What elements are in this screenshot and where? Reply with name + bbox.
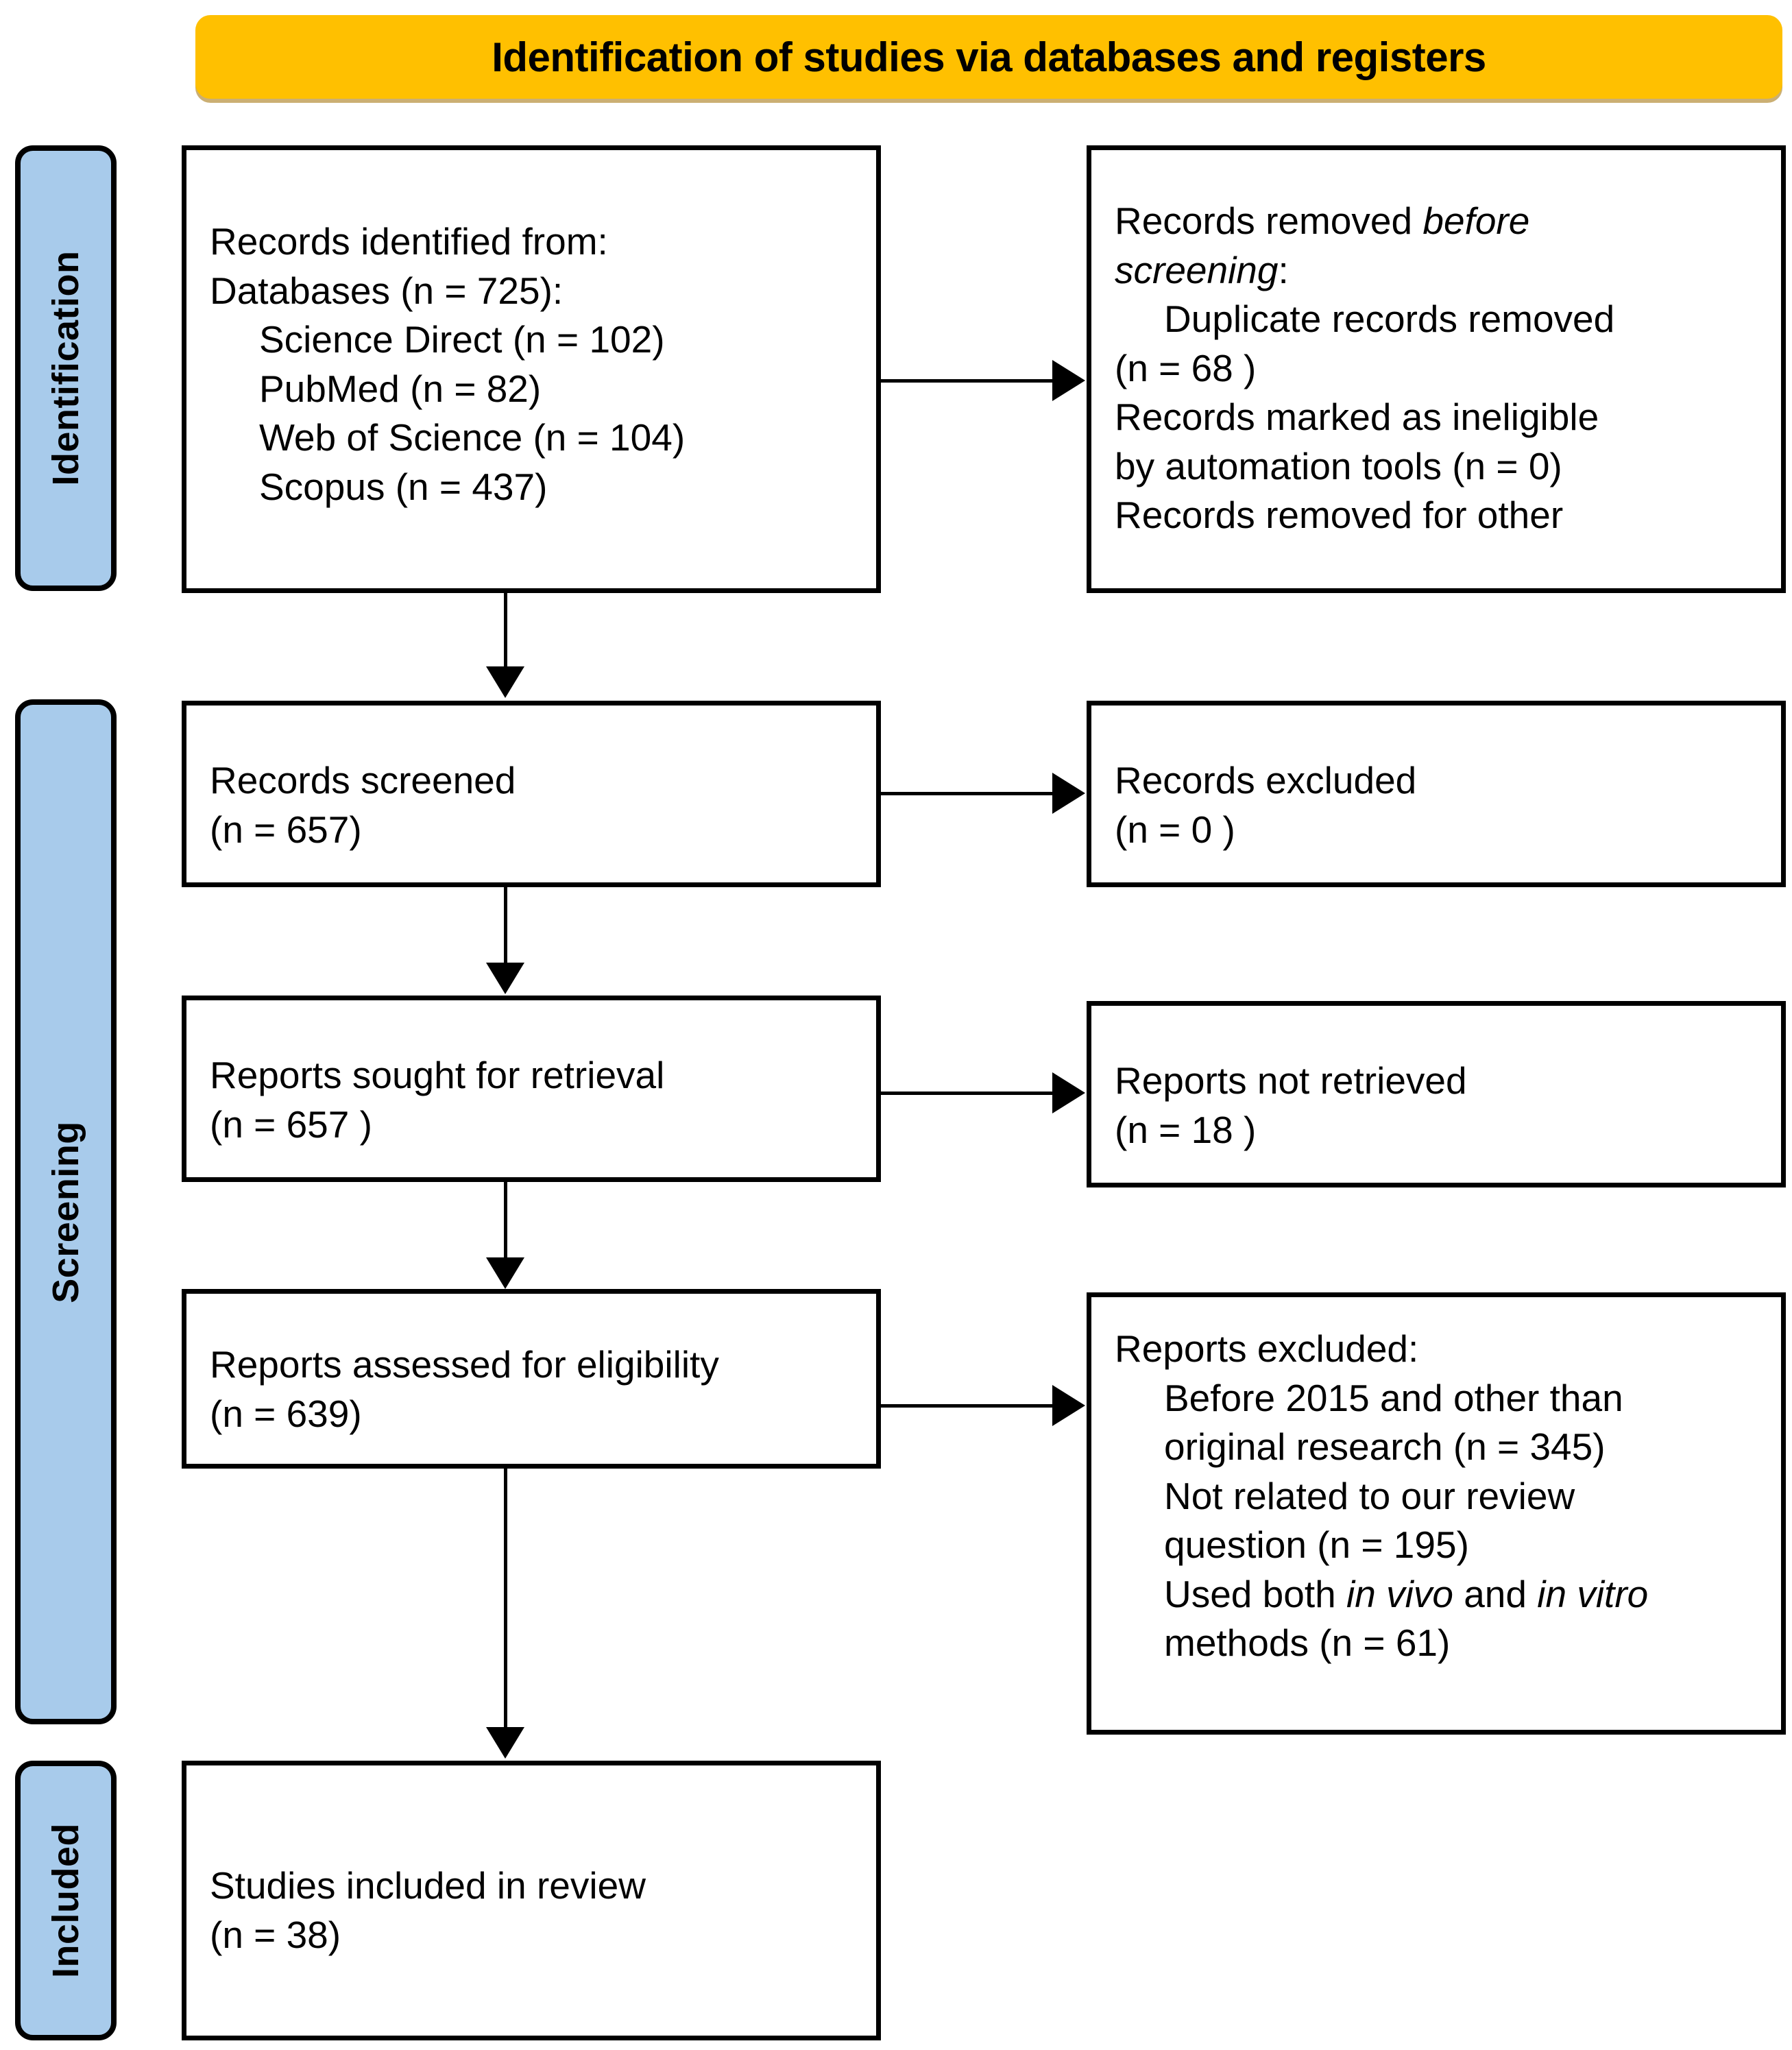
records-excluded-line-2: (n = 0 ) xyxy=(1115,808,1235,851)
arrow-line-assessed-to-included xyxy=(504,1469,507,1733)
records-removed-line-4: (n = 68 ) xyxy=(1115,346,1257,389)
records-removed-line-3: Duplicate records removed xyxy=(1164,298,1615,340)
records-identified-line-3: Science Direct (n = 102) xyxy=(259,318,665,361)
arrow-line-screened-to-sought xyxy=(504,887,507,968)
stage-rail-included: Included xyxy=(15,1761,117,2040)
reports-excluded-line-1: Reports excluded: xyxy=(1115,1327,1419,1370)
reports-excluded-line-7: methods (n = 61) xyxy=(1164,1621,1451,1664)
stage-rail-identification: Identification xyxy=(15,145,117,591)
stage-label-screening: Screening xyxy=(45,1120,86,1303)
arrow-head-identified-to-removed xyxy=(1052,360,1085,401)
arrow-head-sought-to-not-retrieved xyxy=(1052,1072,1085,1113)
records-removed-line-5: Records marked as ineligible xyxy=(1115,396,1599,438)
reports-excluded-line-2: Before 2015 and other than xyxy=(1164,1376,1623,1419)
diagram-title-banner: Identification of studies via databases … xyxy=(195,15,1782,99)
reports-excluded-line-3: original research (n = 345) xyxy=(1164,1425,1606,1468)
arrow-head-screened-to-excluded xyxy=(1052,773,1085,814)
arrow-line-sought-to-not-retrieved xyxy=(881,1092,1052,1095)
records-screened-line-2: (n = 657) xyxy=(210,808,362,851)
reports-not-retrieved-line-2: (n = 18 ) xyxy=(1115,1108,1257,1151)
reports-excluded-line-4: Not related to our review xyxy=(1164,1474,1575,1517)
reports-assessed-line-1: Reports assessed for eligibility xyxy=(210,1343,719,1386)
stage-label-included: Included xyxy=(45,1822,86,1979)
records-identified-line-6: Scopus (n = 437) xyxy=(259,465,548,508)
box-records-excluded: Records excluded (n = 0 ) xyxy=(1087,701,1786,887)
box-reports-not-retrieved: Reports not retrieved (n = 18 ) xyxy=(1087,1001,1786,1187)
records-identified-line-5: Web of Science (n = 104) xyxy=(259,416,686,459)
reports-sought-line-1: Reports sought for retrieval xyxy=(210,1054,665,1096)
records-removed-line-2: screening: xyxy=(1115,248,1289,291)
records-removed-line-7: Records removed for other xyxy=(1115,494,1564,536)
reports-excluded-line-6: Used both in vivo and in vitro xyxy=(1164,1572,1649,1615)
stage-label-identification: Identification xyxy=(45,250,86,486)
arrow-line-identified-to-screened xyxy=(504,593,507,672)
arrow-line-identified-to-removed xyxy=(881,379,1052,383)
arrow-head-assessed-to-excluded xyxy=(1052,1385,1085,1426)
studies-included-line-2: (n = 38) xyxy=(210,1913,341,1956)
stage-rail-screening: Screening xyxy=(15,699,117,1724)
reports-assessed-line-2: (n = 639) xyxy=(210,1392,362,1435)
studies-included-line-1: Studies included in review xyxy=(210,1864,646,1907)
reports-sought-line-2: (n = 657 ) xyxy=(210,1102,372,1146)
arrow-line-sought-to-assessed xyxy=(504,1182,507,1263)
records-identified-line-1: Records identified from: xyxy=(210,220,608,263)
records-excluded-line-1: Records excluded xyxy=(1115,759,1417,801)
box-reports-sought: Reports sought for retrieval (n = 657 ) xyxy=(182,996,881,1182)
box-reports-excluded: Reports excluded: Before 2015 and other … xyxy=(1087,1292,1786,1735)
box-records-removed: Records removed before screening: Duplic… xyxy=(1087,145,1786,593)
box-reports-assessed: Reports assessed for eligibility (n = 63… xyxy=(182,1289,881,1469)
records-screened-line-1: Records screened xyxy=(210,759,516,801)
records-identified-line-4: PubMed (n = 82) xyxy=(259,367,542,410)
reports-excluded-line-5: question (n = 195) xyxy=(1164,1523,1469,1566)
diagram-title: Identification of studies via databases … xyxy=(492,34,1486,80)
arrow-line-screened-to-excluded xyxy=(881,792,1052,795)
arrow-line-assessed-to-excluded xyxy=(881,1404,1052,1408)
arrow-head-assessed-to-included xyxy=(486,1727,524,1759)
arrow-head-sought-to-assessed xyxy=(486,1257,524,1289)
box-records-screened: Records screened (n = 657) xyxy=(182,701,881,887)
arrow-head-screened-to-sought xyxy=(486,963,524,994)
box-records-identified: Records identified from: Databases (n = … xyxy=(182,145,881,593)
box-studies-included: Studies included in review (n = 38) xyxy=(182,1761,881,2040)
records-removed-line-1: Records removed before xyxy=(1115,200,1530,242)
arrow-head-identified-to-screened xyxy=(486,666,524,698)
reports-not-retrieved-line-1: Reports not retrieved xyxy=(1115,1059,1467,1102)
records-identified-line-2: Databases (n = 725): xyxy=(210,269,564,312)
records-removed-line-6: by automation tools (n = 0) xyxy=(1115,444,1562,487)
